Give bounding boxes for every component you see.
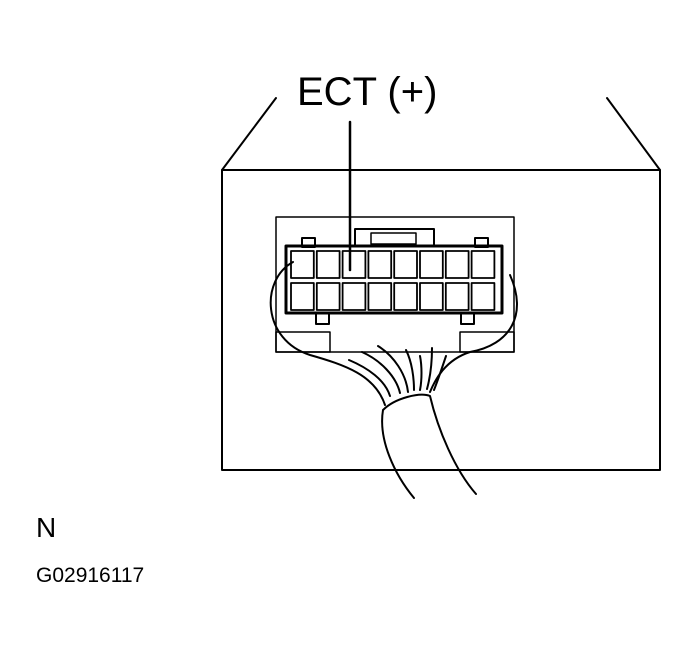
wire <box>405 349 415 391</box>
terminal-cell <box>341 282 367 311</box>
terminal-cell <box>393 282 418 311</box>
perspective-line-left <box>221 97 277 171</box>
wire <box>377 345 409 393</box>
terminal-cell <box>367 282 393 311</box>
connector-lock-tab-inner <box>370 232 417 245</box>
wire <box>419 355 423 391</box>
terminal-cell <box>393 250 418 279</box>
mount-tab-left <box>275 331 331 353</box>
terminal-cell <box>290 282 315 311</box>
connector-latch-bottom-right <box>460 312 475 325</box>
harness-sheath <box>381 393 477 499</box>
terminal-cell <box>367 250 393 279</box>
terminal-cell <box>444 282 470 311</box>
wire <box>348 359 391 397</box>
mount-tab-right <box>459 331 515 353</box>
terminal-cell <box>419 250 444 279</box>
terminal-cell <box>444 250 470 279</box>
terminal-cell <box>315 250 341 279</box>
connector-body <box>284 244 504 315</box>
terminal-cell <box>290 250 315 279</box>
terminal-cell <box>470 282 496 311</box>
terminal-cell <box>315 282 341 311</box>
perspective-line-right <box>606 97 661 171</box>
wire <box>361 351 401 394</box>
terminal-grid <box>290 250 496 311</box>
terminal-cell <box>470 250 496 279</box>
terminal-cell <box>419 282 444 311</box>
harness-outline <box>269 261 518 406</box>
view-letter: N <box>36 512 57 543</box>
wire <box>426 347 433 390</box>
wire <box>433 355 447 391</box>
connector-latch-bottom-left <box>315 312 330 325</box>
view-frame <box>221 169 661 471</box>
terminal-label-ect: ECT (+) <box>297 70 438 114</box>
figure-code: G02916117 <box>36 564 145 587</box>
terminal-cell <box>341 250 367 279</box>
